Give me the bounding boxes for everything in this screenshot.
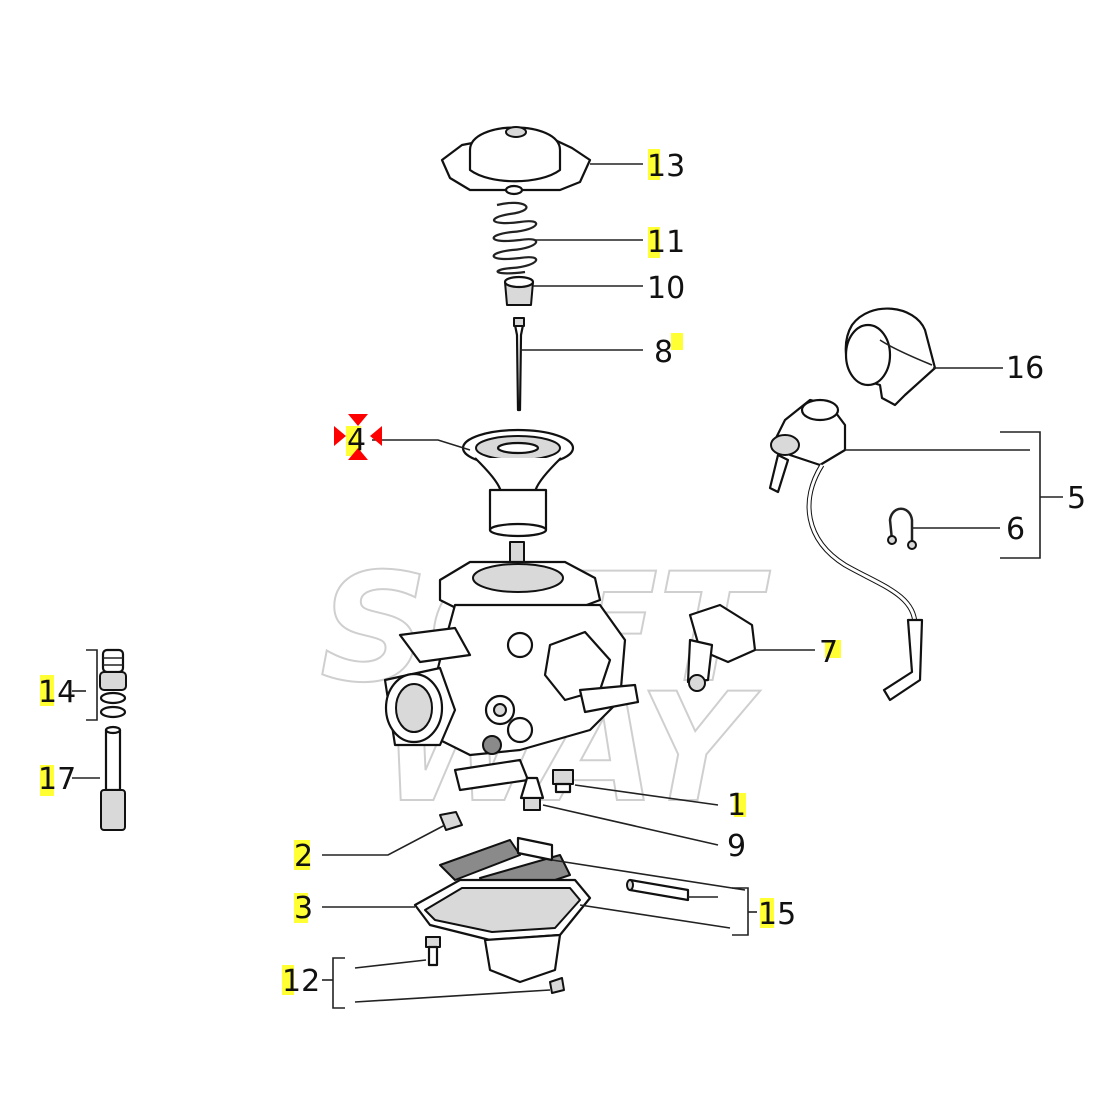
label-6[interactable]: 6 bbox=[1006, 512, 1025, 547]
part-11-spring[interactable] bbox=[492, 201, 538, 275]
part-1-plug[interactable] bbox=[552, 769, 574, 794]
label-3[interactable]: 3 bbox=[294, 891, 313, 926]
label-16[interactable]: 16 bbox=[1006, 351, 1044, 386]
label-2[interactable]: 2 bbox=[294, 839, 313, 874]
carburetor-body[interactable] bbox=[383, 541, 640, 792]
part-6-clip[interactable] bbox=[887, 507, 917, 550]
selection-marker-part-4[interactable] bbox=[334, 414, 382, 460]
label-14[interactable]: 14 bbox=[38, 675, 76, 710]
label-12[interactable]: 12 bbox=[282, 964, 320, 999]
label-7[interactable]: 7 bbox=[819, 635, 838, 670]
label-13[interactable]: 13 bbox=[647, 149, 685, 184]
part-8-jet-needle[interactable] bbox=[513, 317, 525, 412]
part-14-seal-set[interactable] bbox=[99, 648, 127, 719]
part-13-cover[interactable] bbox=[440, 126, 592, 196]
label-highlights bbox=[40, 149, 841, 995]
part-labels: 13 11 10 8 4 16 5 6 7 14 17 1 9 2 3 15 1… bbox=[38, 149, 1086, 999]
part-16-rubber-boot[interactable] bbox=[844, 307, 937, 407]
part-4-diaphragm-slide[interactable] bbox=[461, 428, 575, 538]
part-5-electric-choke[interactable] bbox=[768, 398, 924, 702]
part-10-retainer[interactable] bbox=[503, 275, 535, 306]
label-17[interactable]: 17 bbox=[38, 762, 76, 797]
part-7-choke[interactable] bbox=[686, 603, 757, 692]
label-9[interactable]: 9 bbox=[727, 829, 746, 864]
label-5[interactable]: 5 bbox=[1067, 481, 1086, 516]
part-12-screws[interactable] bbox=[425, 936, 565, 994]
label-8[interactable]: 8 bbox=[654, 335, 673, 370]
leader-lines bbox=[72, 163, 1063, 1009]
label-11[interactable]: 11 bbox=[647, 225, 685, 260]
label-1[interactable]: 1 bbox=[727, 788, 746, 823]
label-4[interactable]: 4 bbox=[347, 423, 366, 458]
label-15[interactable]: 15 bbox=[758, 897, 796, 932]
label-10[interactable]: 10 bbox=[647, 271, 685, 306]
part-9-float-needle[interactable] bbox=[519, 776, 545, 811]
part-3-float-bowl[interactable] bbox=[413, 878, 592, 984]
part-17-rod[interactable] bbox=[100, 725, 126, 831]
